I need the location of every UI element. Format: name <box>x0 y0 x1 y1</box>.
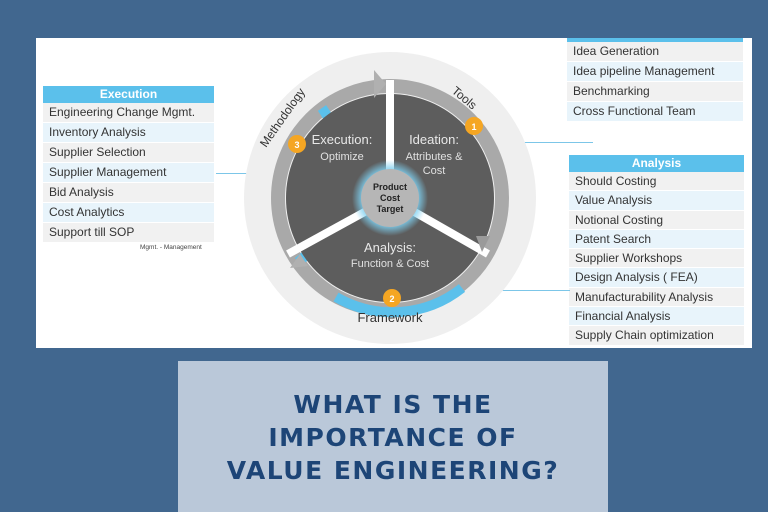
arrow-head-right <box>476 236 490 252</box>
table-row: Should Costing <box>569 172 744 192</box>
table-row: Support till SOP <box>43 223 214 243</box>
ideation-title: Ideation: <box>409 132 459 147</box>
analysis-table: Analysis Should Costing Value Analysis N… <box>569 155 744 346</box>
execution-table: Execution Engineering Change Mgmt. Inven… <box>43 86 214 243</box>
center-label-line1: Product <box>373 182 407 192</box>
table-row: Cost Analytics <box>43 203 214 223</box>
table-row: Manufacturability Analysis <box>569 287 744 308</box>
connector-line-tools <box>493 142 593 143</box>
table-row: Idea Generation <box>567 42 743 62</box>
table-row: Supplier Workshops <box>569 249 744 269</box>
tools-table-header-bar <box>567 38 743 42</box>
headline-box: WHAT IS THE IMPORTANCE OF VALUE ENGINEER… <box>178 361 608 512</box>
center-circle <box>361 169 419 227</box>
badge-3-label: 3 <box>294 140 299 150</box>
table-row: Cross Functional Team <box>567 102 743 122</box>
arrow-head-left <box>290 254 308 268</box>
ideation-subtitle2: Cost <box>423 165 446 177</box>
execution-table-header: Execution <box>43 86 214 103</box>
ideation-subtitle: Attributes & <box>406 151 464 163</box>
connector-line-analysis <box>452 290 570 291</box>
execution-subtitle: Optimize <box>320 151 363 163</box>
analysis-table-header: Analysis <box>569 155 744 172</box>
center-label-line3: Target <box>377 204 404 214</box>
table-row: Value Analysis <box>569 191 744 211</box>
badge-1-label: 1 <box>471 122 476 132</box>
ring-label-framework: Framework <box>357 310 423 325</box>
analysis-title: Analysis: <box>364 240 416 255</box>
table-row: Engineering Change Mgmt. <box>43 103 214 123</box>
analysis-subtitle: Function & Cost <box>351 258 429 270</box>
table-row: Supplier Selection <box>43 143 214 163</box>
table-row: Inventory Analysis <box>43 123 214 143</box>
table-row: Idea pipeline Management <box>567 62 743 82</box>
headline-line3: VALUE ENGINEERING? <box>226 456 560 485</box>
table-row: Patent Search <box>569 229 744 250</box>
table-row: Design Analysis ( FEA) <box>569 268 744 288</box>
headline-line2: IMPORTANCE OF <box>268 423 518 452</box>
value-engineering-cycle-diagram: Product Cost Target Ideation: Attributes… <box>244 52 536 344</box>
badge-3 <box>288 135 306 153</box>
headline-line1: WHAT IS THE <box>293 390 493 419</box>
badge-2 <box>383 289 401 307</box>
table-row: Benchmarking <box>567 82 743 102</box>
tools-table: Idea Generation Idea pipeline Management… <box>567 38 743 122</box>
center-label-line2: Cost <box>380 193 400 203</box>
footnote: Mgmt. - Management <box>140 244 202 251</box>
blue-arc-framework <box>333 284 466 318</box>
execution-title: Execution: <box>312 132 373 147</box>
table-row: Supply Chain optimization <box>569 326 744 346</box>
badge-2-label: 2 <box>389 294 394 304</box>
badge-1 <box>465 117 483 135</box>
arrow-head-top <box>374 70 386 98</box>
connector-line-execution <box>216 173 276 174</box>
table-row: Supplier Management <box>43 163 214 183</box>
table-row: Bid Analysis <box>43 183 214 203</box>
table-row: Notional Costing <box>569 210 744 230</box>
table-row: Financial Analysis <box>569 307 744 327</box>
